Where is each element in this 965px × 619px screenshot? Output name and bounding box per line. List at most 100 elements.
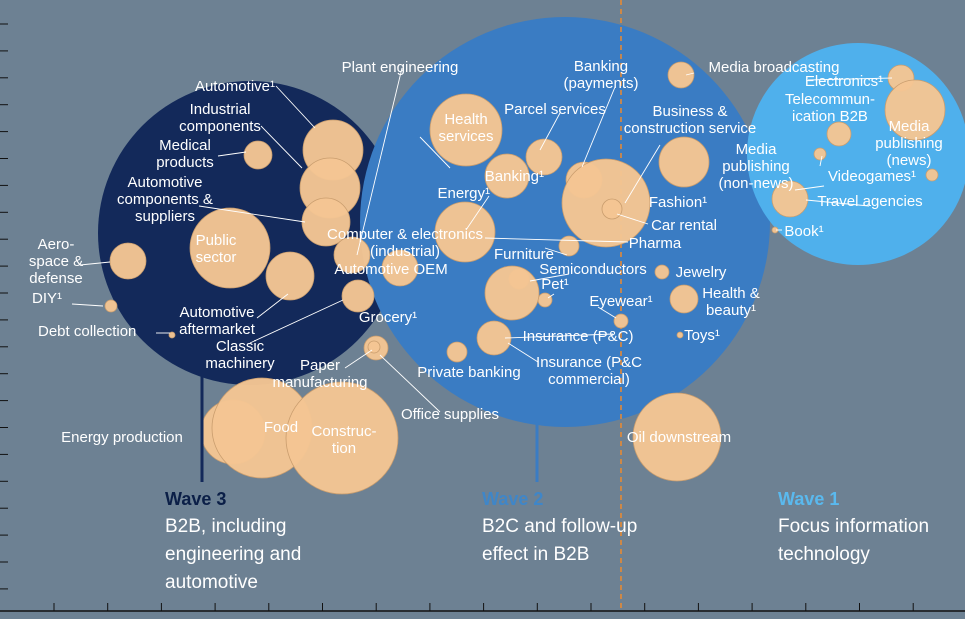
label-media-publishing-news-line: (news) — [886, 152, 931, 169]
label-banking-payments-line: (payments) — [563, 75, 638, 92]
label-media-publishing-non-news-line: Media — [736, 141, 778, 158]
axes — [0, 23, 965, 612]
label-electronics: Electronics¹ — [805, 73, 883, 90]
label-insurance-pc-line: Insurance (P&C) — [523, 328, 634, 345]
leader-line — [504, 333, 614, 339]
label-office-supplies: Office supplies — [401, 406, 499, 423]
wave1-line-1: Focus information — [778, 516, 930, 537]
leader-line — [71, 303, 104, 307]
leader-line — [198, 205, 306, 223]
label-business-construction: Business &construction service — [624, 103, 757, 137]
bubble — [771, 180, 809, 218]
label-parcel-services: Parcel services — [504, 101, 606, 118]
bubble — [434, 201, 496, 263]
leader-line — [379, 354, 441, 413]
leader-line — [507, 342, 539, 363]
leader-line — [597, 306, 617, 319]
label-videogames: Videogames¹ — [828, 168, 916, 185]
label-construction-line: Construc- — [311, 423, 376, 440]
label-media-broadcasting-line: Media broadcasting — [709, 59, 840, 76]
wave1-heading: Wave 1 — [778, 489, 840, 509]
wave3-description: B2B, including engineering and automotiv… — [165, 513, 301, 597]
leader-line — [344, 349, 373, 369]
label-automotive-components-line: components & — [117, 191, 213, 208]
leader-line — [419, 136, 451, 169]
label-debt-collection: Debt collection — [38, 323, 136, 340]
label-car-rental: Car rental — [651, 217, 717, 234]
leader-line — [547, 293, 555, 299]
label-diy: DIY¹ — [32, 290, 62, 307]
label-telecommunication-line: Telecommun- — [785, 91, 875, 108]
bubble — [104, 299, 118, 313]
label-automotive-aftermarket-line: aftermarket — [179, 321, 256, 338]
label-automotive-components-line: suppliers — [135, 208, 195, 225]
bubble — [654, 264, 670, 280]
label-automotive-oem-line: Automotive OEM — [334, 261, 447, 278]
label-videogames-line: Videogames¹ — [828, 168, 916, 185]
label-banking: Banking¹ — [485, 168, 544, 185]
label-media-publishing-non-news-line: (non-news) — [718, 175, 793, 192]
label-computer-electronics-line: (industrial) — [370, 243, 440, 260]
wave1-description: Focus information technology — [778, 513, 929, 569]
wave2-heading: Wave 2 — [482, 489, 544, 509]
leader-line — [275, 85, 316, 129]
label-pet-line: Pet¹ — [541, 276, 569, 293]
label-semiconductors: Semiconductors — [539, 261, 647, 278]
bubble — [265, 251, 315, 301]
label-computer-electronics-line: Computer & electronics — [327, 226, 483, 243]
label-oil-downstream-line: Oil downstream — [627, 429, 731, 446]
bubble — [243, 140, 273, 170]
leader-line — [581, 86, 616, 168]
leader-line — [685, 72, 695, 76]
label-car-rental-line: Car rental — [651, 217, 717, 234]
label-telecommunication: Telecommun-ication B2B — [785, 91, 875, 125]
label-pharma: Pharma — [629, 235, 682, 252]
label-public-sector-line: sector — [196, 249, 237, 266]
label-telecommunication-line: ication B2B — [792, 108, 868, 125]
label-aerospace-defense: Aero-space &defense — [29, 236, 83, 287]
bubble — [813, 147, 827, 161]
label-toys-line: Toys¹ — [684, 327, 720, 344]
bubble — [381, 249, 419, 287]
leader-line — [356, 67, 403, 256]
label-health-services-line: services — [438, 128, 493, 145]
leader-line — [539, 112, 561, 151]
label-industrial-components-line: components — [179, 118, 261, 135]
leader-line — [79, 261, 111, 266]
label-insurance-pc-commercial-line: Insurance (P&C — [536, 354, 642, 371]
label-automotive-components-line: Automotive — [127, 174, 202, 191]
wave2-description: B2C and follow-up effect in B2B — [482, 513, 637, 569]
bubble — [484, 265, 540, 321]
leader-line — [819, 155, 823, 167]
label-business-construction-line: Business & — [652, 103, 727, 120]
label-business-construction-line: construction service — [624, 120, 757, 137]
label-toys: Toys¹ — [684, 327, 720, 344]
label-public-sector-line: Public — [196, 232, 237, 249]
label-electronics-line: Electronics¹ — [805, 73, 883, 90]
label-diy-line: DIY¹ — [32, 290, 62, 307]
label-jewelry: Jewelry — [676, 264, 727, 281]
bubble — [429, 93, 503, 167]
bubble — [601, 198, 623, 220]
label-parcel-services-line: Parcel services — [504, 101, 606, 118]
label-private-banking: Private banking — [417, 364, 520, 381]
label-book: Book¹ — [784, 223, 823, 240]
leader-line — [616, 213, 649, 225]
leader-line — [529, 273, 570, 282]
label-energy-line: Energy¹ — [437, 185, 490, 202]
label-private-banking-line: Private banking — [417, 364, 520, 381]
bubble — [676, 331, 684, 339]
label-book-line: Book¹ — [784, 223, 823, 240]
label-office-supplies-line: Office supplies — [401, 406, 499, 423]
label-insurance-pc-commercial-line: commercial) — [548, 371, 630, 388]
label-insurance-pc: Insurance (P&C) — [523, 328, 634, 345]
label-automotive-line: Automotive¹ — [195, 78, 275, 95]
label-construction-line: tion — [332, 440, 356, 457]
